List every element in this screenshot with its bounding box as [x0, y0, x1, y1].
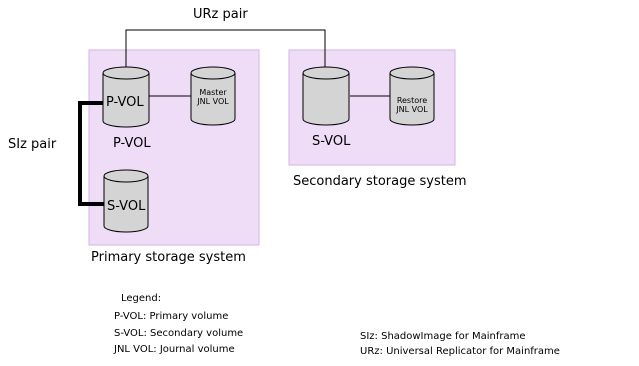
legend-item-siz: SIz: ShadowImage for Mainframe: [360, 331, 526, 342]
secondary-svol-cylinder: [302, 66, 350, 126]
secondary-storage-label: Secondary storage system: [293, 174, 467, 189]
legend-item-jnlvol: JNL VOL: Journal volume: [114, 344, 235, 355]
restore-jnl-label-line1: Restore: [396, 96, 428, 105]
restore-jnl-cylinder: [389, 66, 435, 126]
primary-svol-cylinder: [103, 169, 149, 233]
legend-item-svol: S-VOL: Secondary volume: [114, 328, 244, 339]
legend-title: Legend:: [121, 293, 162, 304]
siz-pair-label: SIz pair: [8, 137, 57, 152]
pvol-caption: P-VOL: [113, 136, 151, 151]
secondary-svol-caption: S-VOL: [312, 134, 351, 149]
siz-pair-bracket: [78, 101, 104, 206]
master-jnl-label-line2: JNL VOL: [197, 97, 229, 106]
urz-pair-label: URz pair: [193, 7, 248, 22]
legend-item-pvol: P-VOL: Primary volume: [114, 311, 229, 322]
urz-pair-line: [125, 29, 326, 72]
master-jnl-cylinder: [190, 66, 236, 126]
legend-item-urz: URz: Universal Replicator for Mainframe: [360, 346, 560, 357]
primary-svol-cylinder-label: S-VOL: [107, 199, 146, 214]
restore-jnl-label-line2: JNL VOL: [396, 105, 428, 114]
master-jnl-label-line1: Master: [199, 88, 227, 97]
pvol-cylinder: [102, 66, 150, 128]
pvol-cylinder-label: P-VOL: [106, 95, 144, 110]
primary-storage-label: Primary storage system: [91, 250, 246, 265]
